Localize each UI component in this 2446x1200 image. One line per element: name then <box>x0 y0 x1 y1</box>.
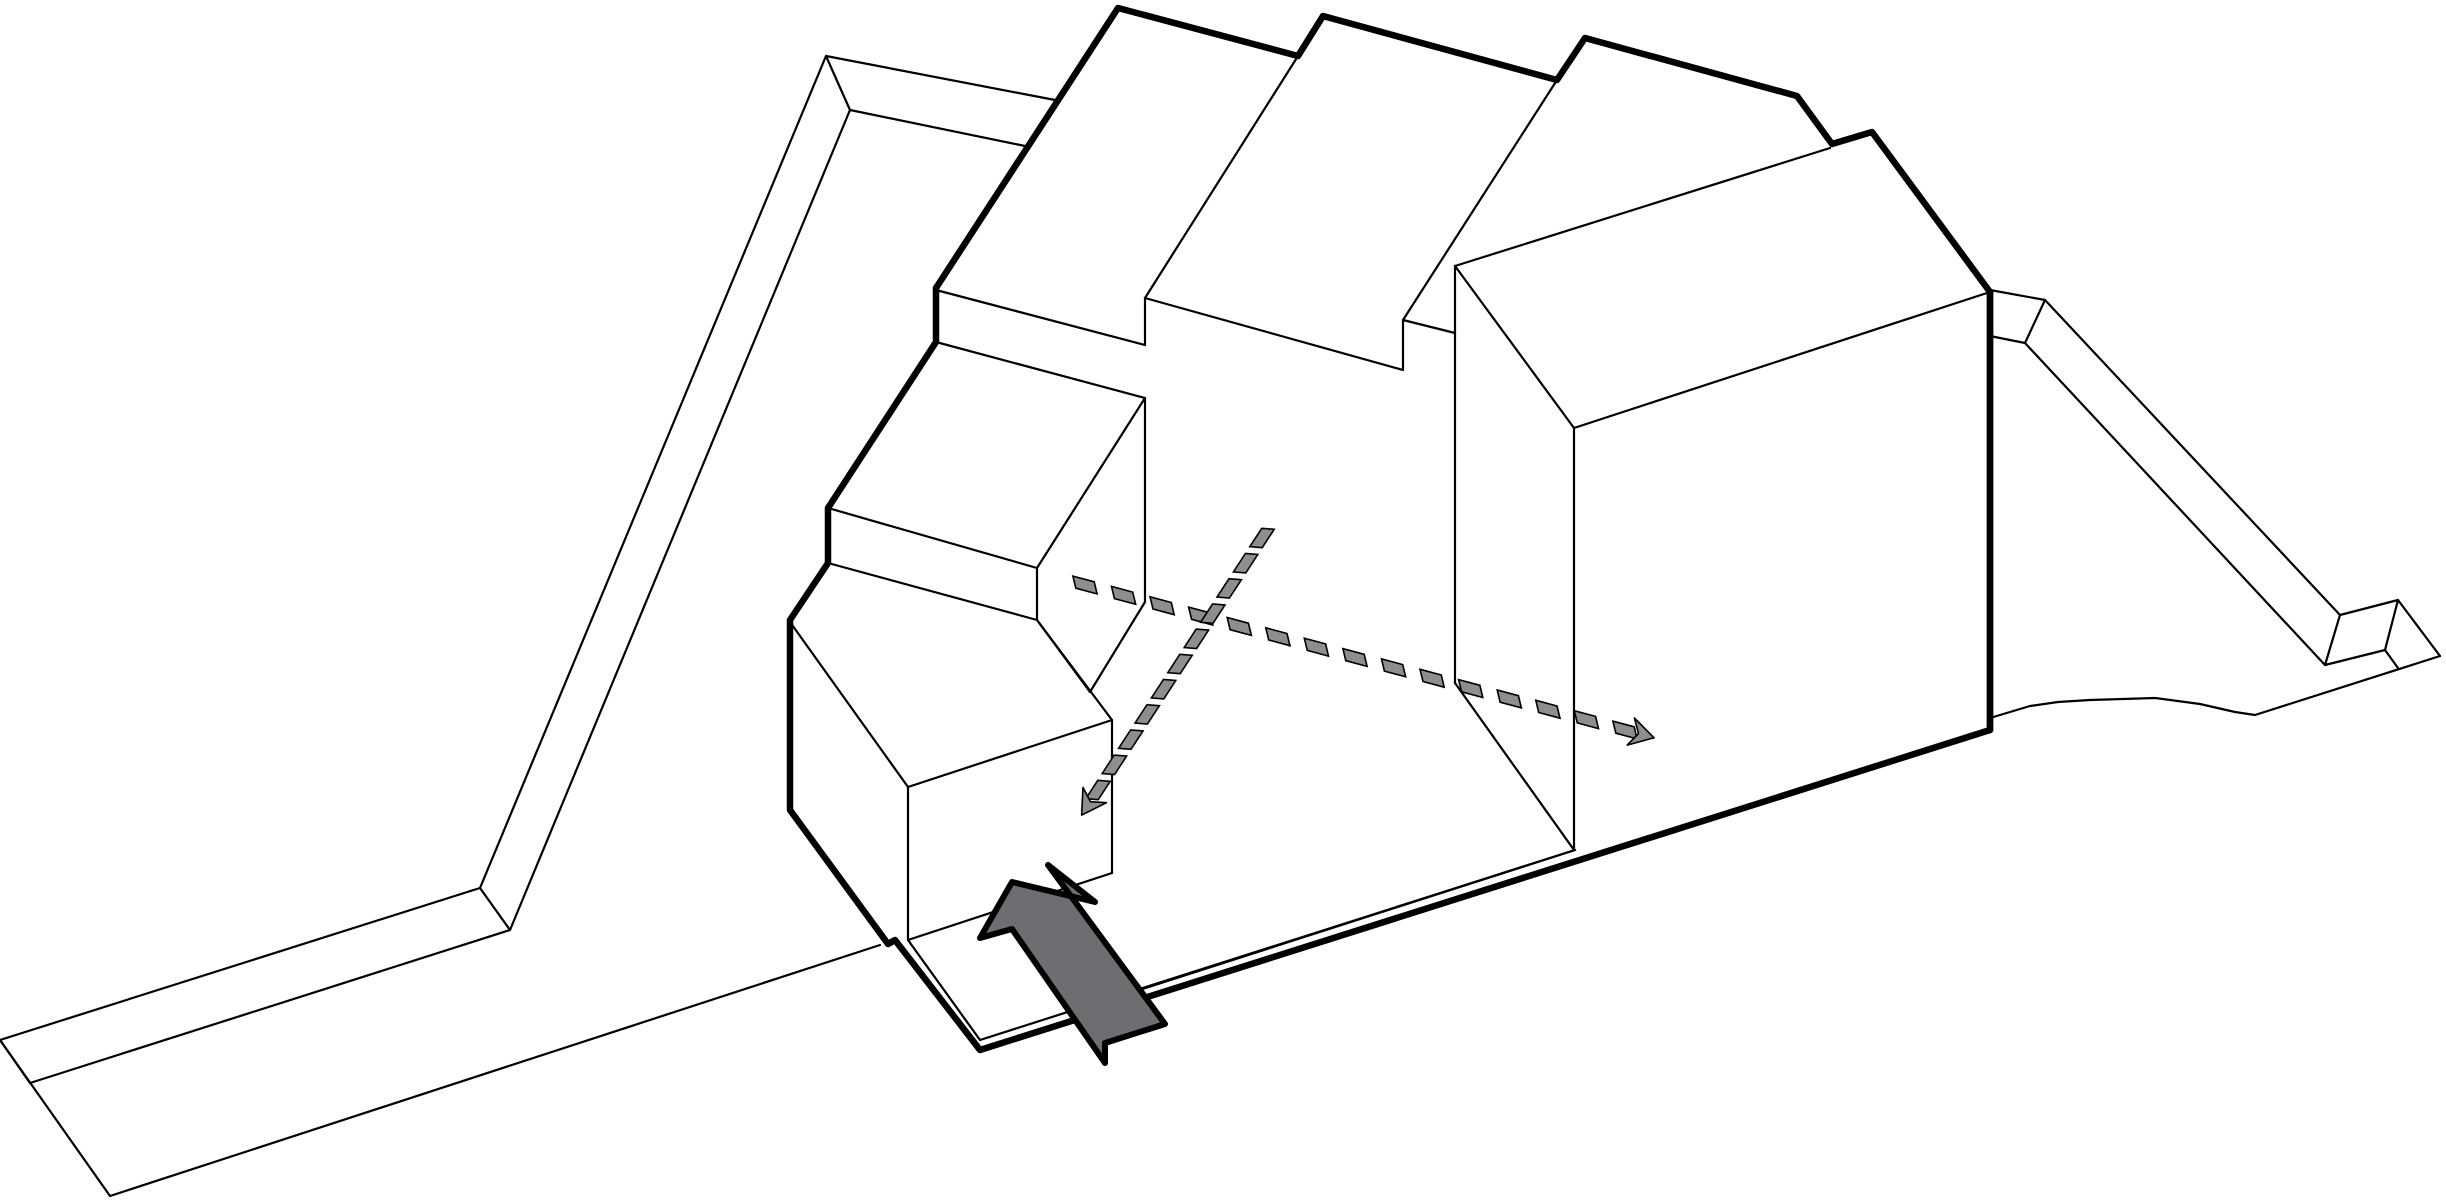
diagonal-flow-dash <box>1100 754 1129 776</box>
diagonal-flow-dash <box>1182 628 1211 650</box>
diagonal-flow-dash <box>1248 527 1276 549</box>
cross-flow-arrowhead <box>1626 717 1655 746</box>
cross-flow-dash <box>1110 585 1137 606</box>
entry-arrow <box>977 862 1168 1066</box>
cross-flow-dash <box>1418 668 1446 689</box>
cross-flow-dash <box>1534 699 1562 720</box>
diagonal-flow-dash <box>1231 552 1260 574</box>
diagonal-flow-dash <box>1215 577 1243 599</box>
right-ramp-wall <box>1988 288 2442 670</box>
cross-flow-dash <box>1341 647 1369 668</box>
cross-flow-dash <box>1148 595 1176 616</box>
cross-flow-dash <box>1611 719 1639 741</box>
diagonal-flow-dash <box>1149 678 1178 700</box>
cross-flow-dash <box>1071 574 1099 596</box>
diagonal-flow-dash <box>1133 703 1161 725</box>
cross-flow-dash <box>1303 637 1330 658</box>
cross-flow-dash <box>1226 616 1253 637</box>
cross-flow-path <box>1071 574 1655 746</box>
diagonal-flow-dash <box>1199 603 1227 625</box>
cross-flow-dash <box>1264 626 1292 647</box>
ground-plane <box>0 654 2442 1198</box>
diagonal-flow-dash <box>1117 729 1145 751</box>
cross-flow-dash <box>1457 678 1484 699</box>
diagonal-flow-dash <box>1084 779 1112 801</box>
diagonal-flow-dash <box>1166 653 1194 675</box>
cross-flow-dash <box>1573 709 1600 730</box>
left-ramp-wall <box>0 54 1057 1085</box>
building-volume <box>786 4 1994 1054</box>
cross-flow-dash <box>1496 688 1523 710</box>
cross-flow-dash <box>1380 657 1407 678</box>
diagonal-flow-path <box>1080 527 1276 816</box>
diagonal-flow-arrowhead <box>1080 786 1108 816</box>
